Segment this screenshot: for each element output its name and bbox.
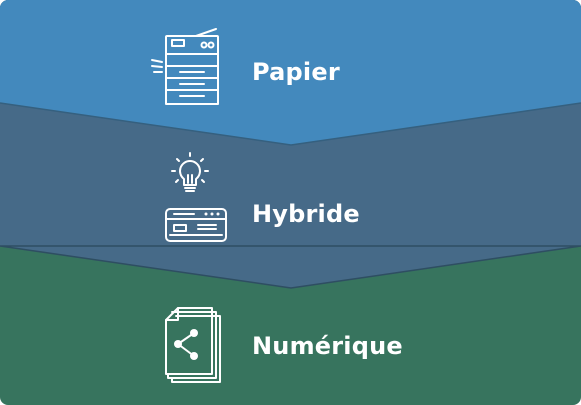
- stage-hybride: Hybride: [0, 145, 581, 285]
- printer-icon: [151, 28, 219, 105]
- band-divider-lower: [0, 245, 581, 289]
- stage-numerique: Numérique: [0, 288, 581, 405]
- stage-label-hybride: Hybride: [252, 200, 360, 228]
- band-papier: [0, 0, 581, 145]
- lightbulb-scanner-icon: [165, 152, 227, 242]
- stage-label-papier: Papier: [252, 58, 340, 86]
- stage-label-numerique: Numérique: [252, 332, 403, 360]
- band-divider-upper: [0, 102, 581, 146]
- share-documents-icon: [165, 307, 221, 383]
- stage-papier: Papier: [0, 0, 581, 145]
